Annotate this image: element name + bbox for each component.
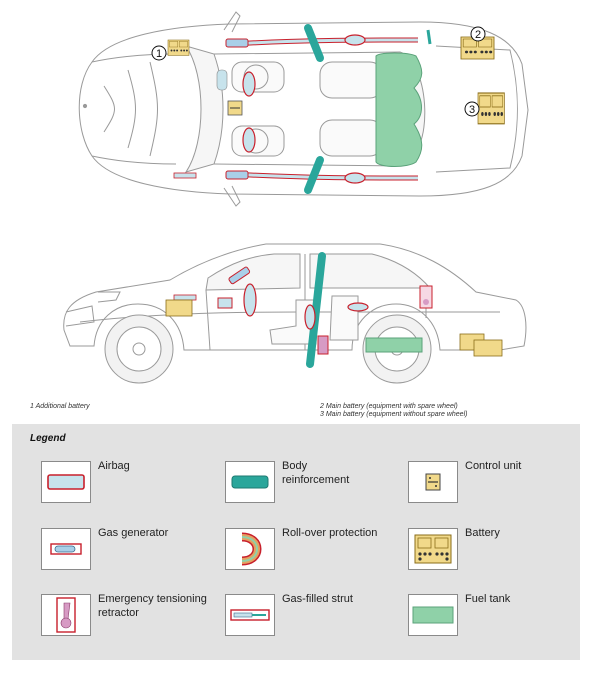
- svg-text:2: 2: [475, 29, 481, 41]
- legend-label-body-reinforcement: Body reinforcement: [282, 460, 350, 486]
- callout-2: 2: [470, 26, 486, 42]
- legend-swatch-battery: [408, 528, 458, 570]
- legend-swatch-emergency-tensioning-retractor: [41, 594, 91, 636]
- legend-title: Legend: [30, 433, 66, 444]
- legend-panel: Legend Airbag Body reinforcement Control…: [12, 424, 580, 660]
- legend-label-emergency-tensioning-retractor: Emergency tensioning retractor: [98, 593, 207, 619]
- gas-strut-icon: [230, 609, 270, 621]
- car-side-view: [63, 243, 527, 384]
- legend-label-airbag: Airbag: [98, 460, 130, 472]
- roll-over-protection-icon: [241, 532, 262, 566]
- legend-swatch-fuel-tank: [408, 594, 458, 636]
- legend-label-fuel-tank: Fuel tank: [465, 593, 511, 605]
- gas-generator-icon: [50, 543, 82, 555]
- side-view-components: [165, 252, 503, 368]
- battery-icon: [414, 534, 452, 564]
- legend-label-gas-generator: Gas generator: [98, 527, 169, 539]
- body-reinforcement-icon: [231, 475, 269, 489]
- footnote-additional-battery: 1 Additional battery: [30, 403, 90, 410]
- legend-swatch-gas-generator: [41, 528, 91, 570]
- legend-label-battery: Battery: [465, 527, 500, 539]
- footnote-main-battery-no-spare: 3 Main battery (equipment without spare …: [320, 411, 468, 418]
- legend-swatch-roll-over-protection: [225, 528, 275, 570]
- legend-label-gas-filled-strut: Gas-filled strut: [282, 593, 353, 605]
- top-view-components: [167, 24, 506, 194]
- legend-swatch-gas-filled-strut: [225, 594, 275, 636]
- legend-swatch-body-reinforcement: [225, 461, 275, 503]
- tensioning-retractor-icon: [56, 597, 76, 633]
- legend-swatch-control-unit: [408, 461, 458, 503]
- fuel-tank-icon: [412, 606, 454, 624]
- airbag-icon: [47, 474, 85, 490]
- car-safety-diagram: 1 2 3: [63, 11, 529, 384]
- legend-swatch-airbag: [41, 461, 91, 503]
- callout-3: 3: [464, 101, 480, 117]
- footnote-main-battery-spare: 2 Main battery (equipment with spare whe…: [320, 403, 458, 410]
- callout-1: 1: [151, 45, 167, 61]
- legend-label-roll-over-protection: Roll-over protection: [282, 527, 378, 539]
- svg-text:1: 1: [156, 48, 162, 60]
- svg-text:3: 3: [469, 104, 475, 116]
- legend-label-control-unit: Control unit: [465, 460, 522, 472]
- control-unit-icon: [425, 473, 441, 491]
